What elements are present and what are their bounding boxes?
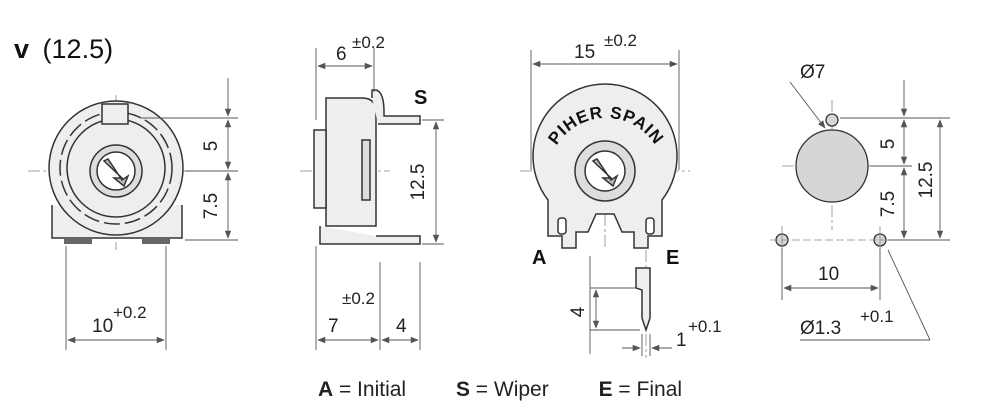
- front-dim-top: 5: [201, 141, 222, 152]
- pin-dim-width: 1: [676, 330, 687, 351]
- pin-shape: [635, 267, 651, 333]
- side-dim-height: 12.5: [408, 164, 429, 201]
- model-title: v (12.5): [14, 34, 113, 64]
- pcb-dim-bottom: 7.5: [878, 191, 899, 217]
- side-view: [300, 89, 421, 245]
- pcb-dimensions: [781, 80, 950, 341]
- back-pin-left: A: [532, 247, 546, 269]
- pcb-dim-hole-dia: Ø7: [800, 62, 825, 83]
- side-dim-thickness: 6: [336, 44, 347, 65]
- pcb-dim-pin-dia-tol: +0.1: [860, 307, 894, 326]
- side-dim-left: 7: [328, 316, 339, 337]
- front-dim-bottom: 7.5: [201, 193, 222, 219]
- model-code: v: [14, 34, 29, 64]
- pin-dimensions: [589, 256, 672, 356]
- side-dim-bottom-tol: ±0.2: [342, 289, 375, 308]
- pin-dim-length: 4: [568, 306, 589, 317]
- pcb-dim-top: 5: [878, 139, 899, 150]
- back-pin-right: E: [666, 247, 679, 269]
- pcb-layout: [770, 100, 894, 254]
- back-dim-width: 15: [574, 42, 595, 63]
- front-dim-width-tol: +0.2: [113, 303, 147, 322]
- side-dim-thickness-tol: ±0.2: [352, 33, 385, 52]
- model-size: (12.5): [43, 34, 114, 64]
- pcb-dim-spacing: 10: [818, 264, 839, 285]
- back-dimensions: [530, 50, 680, 170]
- side-dimensions: [315, 48, 444, 350]
- side-wiper-tab: [371, 89, 421, 125]
- pcb-main-hole: [795, 129, 869, 203]
- legend-item-initial: A = Initial: [317, 378, 407, 401]
- pin-detail: [635, 250, 651, 358]
- pcb-wiper-hole: [825, 113, 839, 127]
- legend-item-final: E = Final: [598, 378, 683, 401]
- side-pin-label: S: [414, 87, 427, 109]
- side-dim-right: 4: [396, 316, 407, 337]
- front-dim-width: 10: [92, 316, 113, 337]
- front-dimensions: [65, 78, 238, 350]
- front-view: [28, 95, 216, 250]
- pin-dim-width-tol: +0.1: [688, 317, 722, 336]
- pin-legend: A = Initial S = Wiper E = Final: [0, 378, 1000, 402]
- back-view: [520, 83, 690, 250]
- pcb-dim-pin-dia: Ø1.3: [800, 318, 841, 339]
- legend-item-wiper: S = Wiper: [455, 378, 549, 401]
- back-dim-width-tol: ±0.2: [604, 31, 637, 50]
- pcb-dim-height: 12.5: [916, 162, 937, 199]
